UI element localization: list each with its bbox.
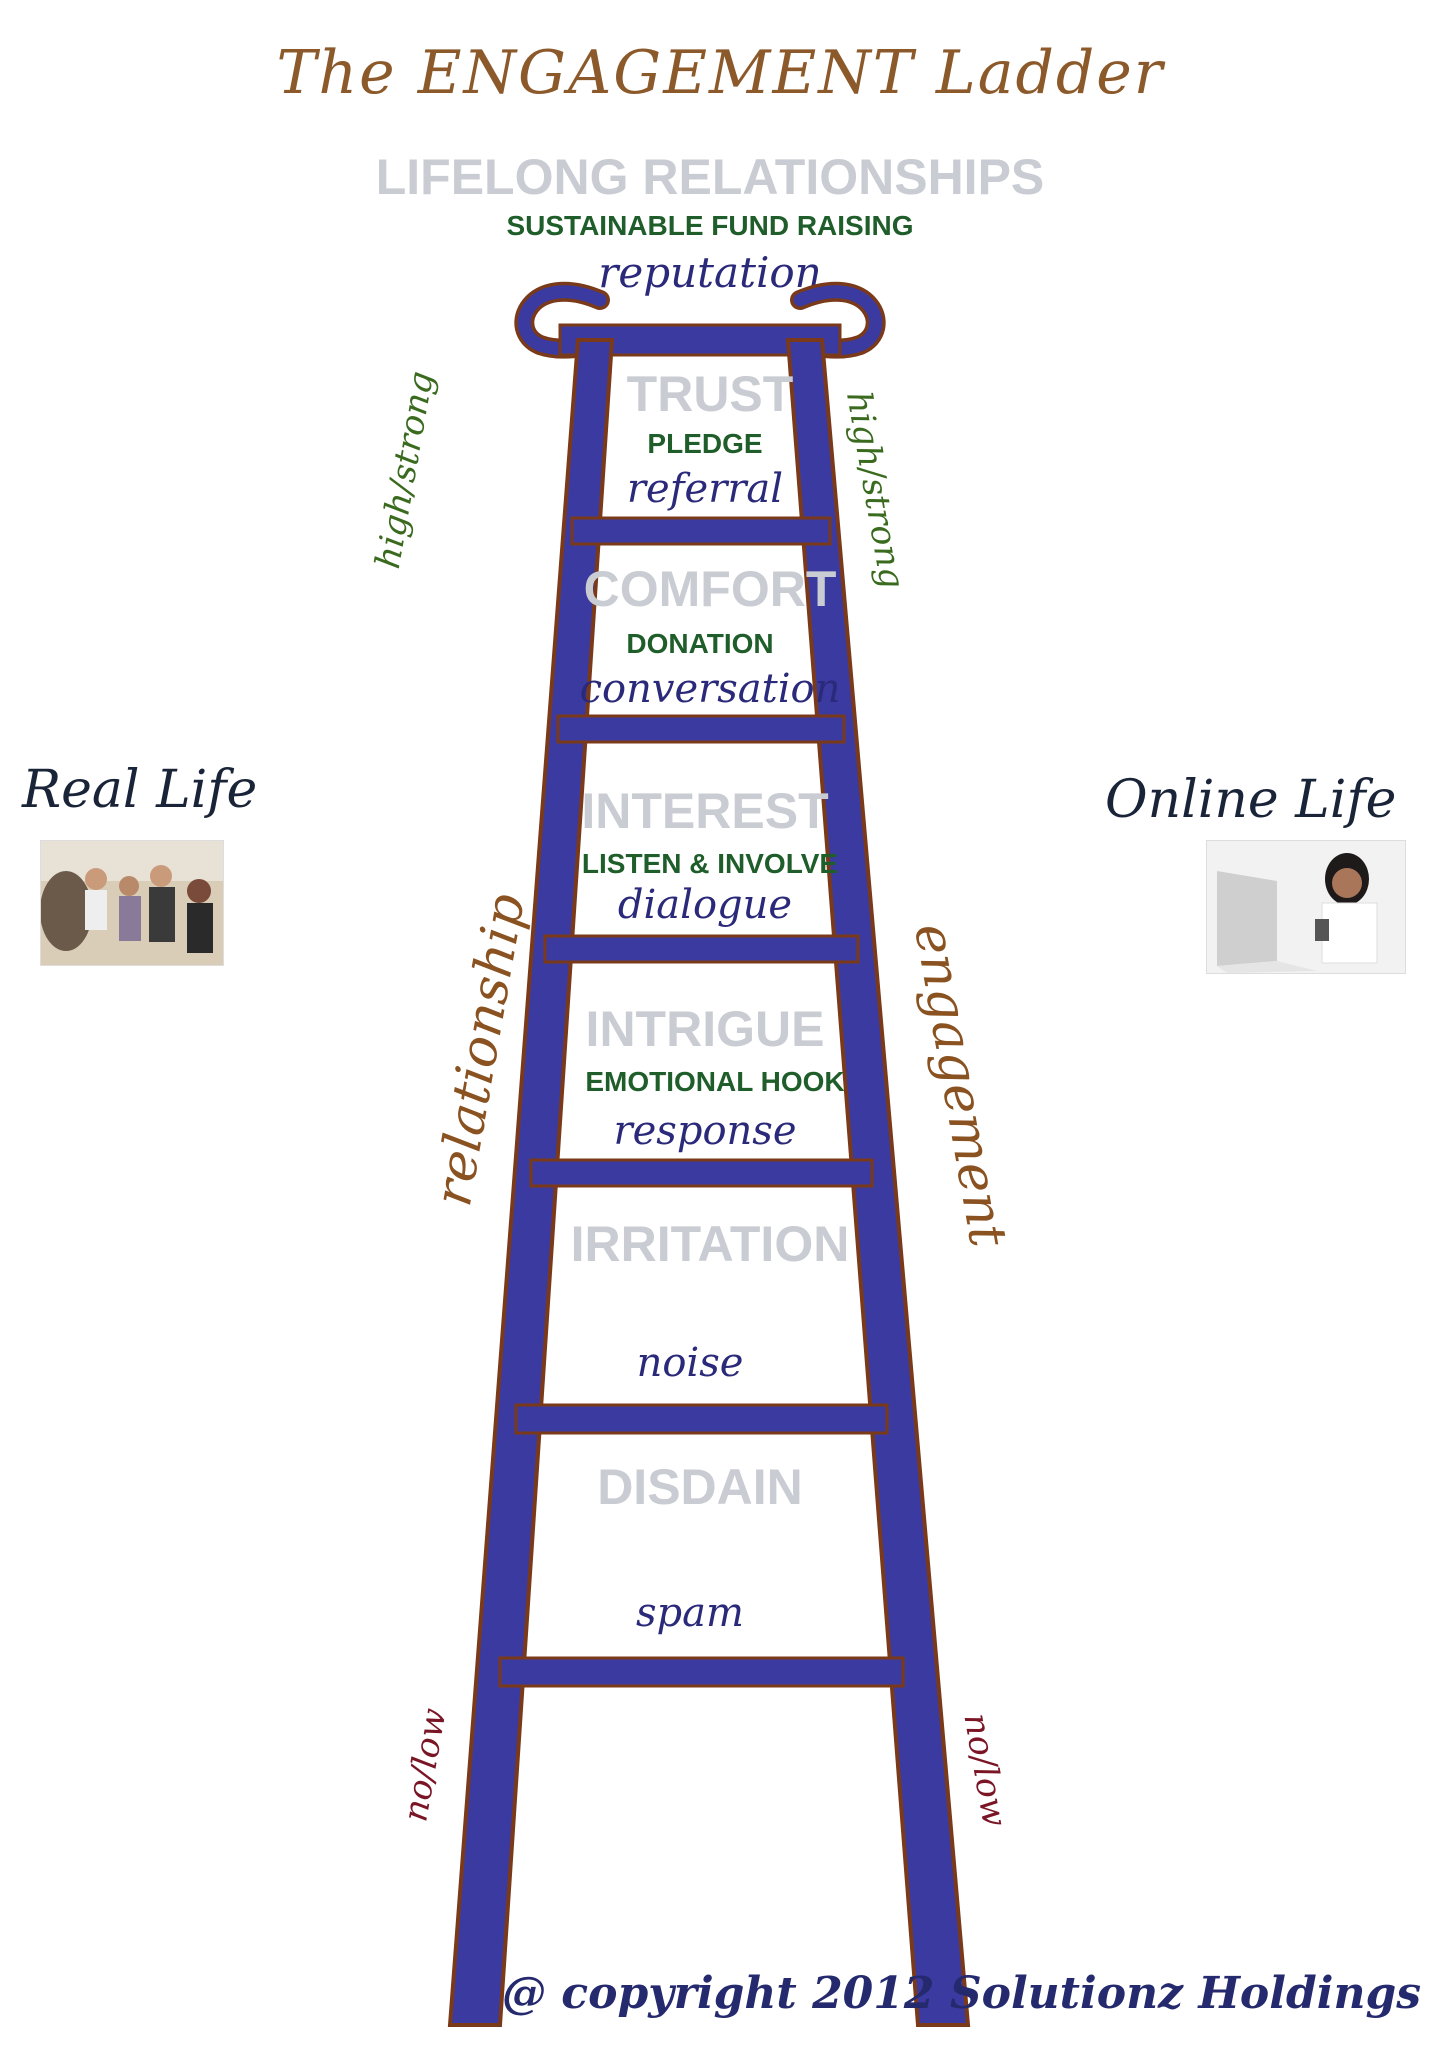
top-outcome-label: reputation bbox=[598, 248, 822, 297]
action-label: EMOTIONAL HOOK bbox=[585, 1066, 845, 1097]
outcome-label: conversation bbox=[579, 666, 841, 712]
online-life-label: Online Life bbox=[1105, 770, 1397, 830]
stage-label: INTRIGUE bbox=[585, 1001, 825, 1057]
stage-label: TRUST bbox=[626, 366, 794, 422]
group-of-friends-image bbox=[41, 841, 223, 965]
ladder-rung bbox=[570, 516, 832, 546]
real-life-label: Real Life bbox=[22, 760, 258, 820]
action-label: DONATION bbox=[626, 628, 774, 659]
outcome-label: noise bbox=[636, 1340, 744, 1386]
top-stage-label: LIFELONG RELATIONSHIPS bbox=[375, 149, 1045, 205]
real-life-photo bbox=[40, 840, 224, 966]
ladder-rung bbox=[498, 1656, 905, 1688]
ladder-rung bbox=[514, 1403, 889, 1435]
stage-label: DISDAIN bbox=[597, 1459, 803, 1515]
stage-label: COMFORT bbox=[583, 561, 837, 617]
online-life-photo bbox=[1206, 840, 1406, 974]
outcome-label: referral bbox=[626, 466, 784, 512]
outcome-label: response bbox=[613, 1108, 797, 1154]
copyright-text: @ copyright 2012 Solutionz Holdings bbox=[501, 1968, 1421, 2019]
stage-label: INTEREST bbox=[581, 783, 829, 839]
action-label: LISTEN & INVOLVE bbox=[581, 848, 839, 879]
woman-with-laptop-image bbox=[1207, 841, 1405, 973]
ladder-right-rail bbox=[785, 338, 971, 2027]
action-label: PLEDGE bbox=[647, 428, 763, 459]
ladder-rung bbox=[529, 1158, 874, 1188]
outcome-label: dialogue bbox=[617, 882, 793, 928]
outcome-label: spam bbox=[636, 1590, 744, 1636]
top-action-label: SUSTAINABLE FUND RAISING bbox=[506, 210, 914, 241]
diagram-title: The ENGAGEMENT Ladder bbox=[276, 38, 1165, 108]
stage-label: IRRITATION bbox=[570, 1216, 850, 1272]
ladder-rung bbox=[556, 714, 846, 744]
ladder-rung bbox=[543, 934, 860, 964]
